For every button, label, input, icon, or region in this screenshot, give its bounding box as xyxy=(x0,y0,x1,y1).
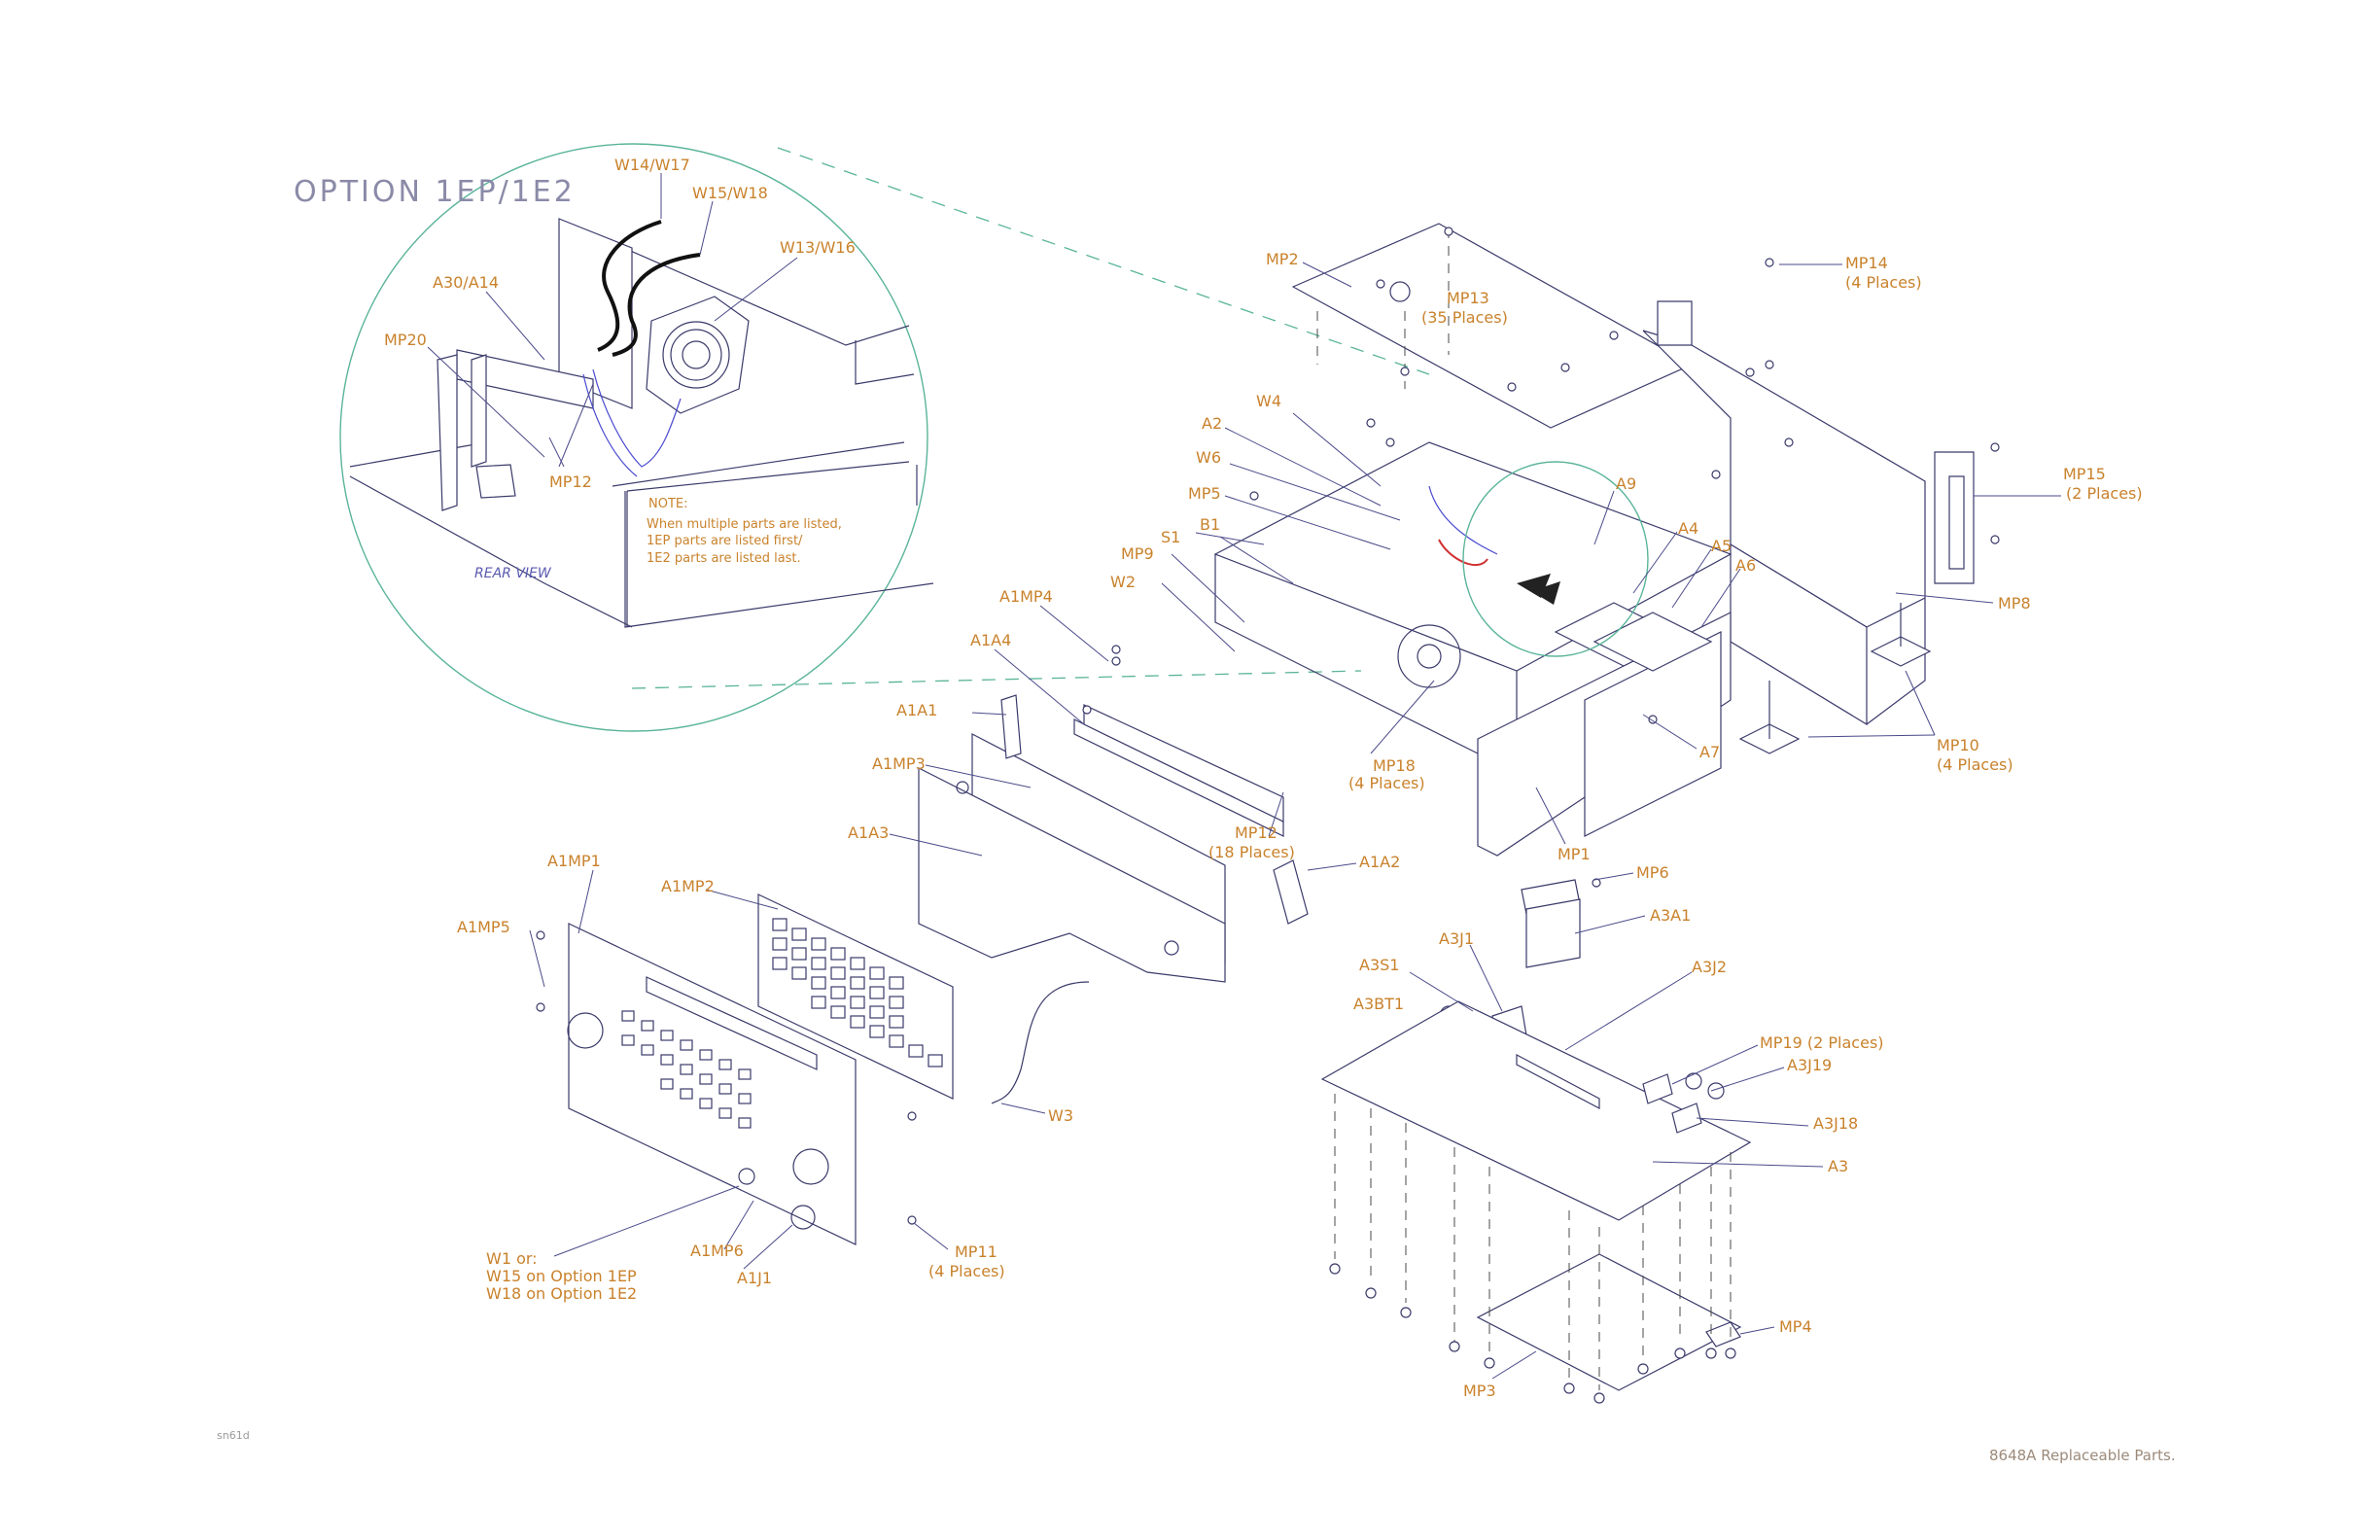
label-mp14-places: (4 Places) xyxy=(1845,273,1922,292)
label-a1mp6: A1MP6 xyxy=(690,1242,744,1260)
label-w1-line1: W1 or: xyxy=(486,1249,538,1268)
label-a1a4: A1A4 xyxy=(970,631,1011,649)
option-inset: OPTION 1EP/1E2 W14/W17 W15/W18 W13/W16 A… xyxy=(294,143,1430,732)
label-a3j18: A3J18 xyxy=(1813,1114,1858,1133)
label-a1a3: A1A3 xyxy=(848,823,889,842)
label-a1j1: A1J1 xyxy=(737,1269,772,1287)
main-chassis: MP2 MP14 (4 Places) MP13 (35 Places) W4 … xyxy=(1110,223,2143,863)
label-a4: A4 xyxy=(1678,519,1698,538)
label-mp14: MP14 xyxy=(1845,254,1888,272)
inset-circle xyxy=(339,143,928,732)
label-mp11-places: (4 Places) xyxy=(928,1262,1005,1280)
note-title: NOTE: xyxy=(648,497,688,511)
label-mp18: MP18 xyxy=(1373,756,1416,775)
label-a9: A9 xyxy=(1616,474,1636,493)
label-w2: W2 xyxy=(1110,573,1136,591)
a3-base-plate xyxy=(1320,1000,1752,1221)
label-mp19: MP19 (2 Places) xyxy=(1760,1033,1884,1052)
label-s1: S1 xyxy=(1161,528,1180,546)
label-mp11: MP11 xyxy=(955,1242,998,1261)
rear-assembly: MP6 A3A1 A3J1 A3S1 A3J2 A3BT1 MP19 (2 Pl… xyxy=(1320,863,1884,1404)
label-a3bt1: A3BT1 xyxy=(1353,995,1404,1013)
label-a1mp2: A1MP2 xyxy=(661,877,715,895)
label-a3: A3 xyxy=(1828,1157,1848,1175)
label-a2: A2 xyxy=(1202,414,1222,433)
label-w4: W4 xyxy=(1256,392,1281,410)
label-mp5: MP5 xyxy=(1188,484,1221,503)
label-a6: A6 xyxy=(1735,556,1756,575)
label-mp2: MP2 xyxy=(1266,250,1299,268)
label-mp10-places: (4 Places) xyxy=(1937,755,2013,774)
label-a30-a14: A30/A14 xyxy=(433,273,499,292)
label-mp8: MP8 xyxy=(1998,594,2031,612)
label-w1-line2: W15 on Option 1EP xyxy=(486,1267,637,1285)
label-mp12-main: MP12 xyxy=(1235,823,1278,842)
mp3-plate xyxy=(1476,1253,1742,1391)
inset-wire-w14 xyxy=(597,220,662,352)
rear-view-label: REAR VIEW xyxy=(474,566,552,581)
label-mp3: MP3 xyxy=(1463,1382,1496,1400)
label-mp13-places: (35 Places) xyxy=(1421,308,1508,327)
label-w1-line3: W18 on Option 1E2 xyxy=(486,1284,637,1303)
label-a3s1: A3S1 xyxy=(1359,956,1399,974)
label-a1mp5: A1MP5 xyxy=(457,918,510,936)
label-w3: W3 xyxy=(1048,1106,1073,1125)
label-a1mp4: A1MP4 xyxy=(999,587,1053,606)
label-a5: A5 xyxy=(1711,537,1732,555)
label-mp6: MP6 xyxy=(1636,863,1669,882)
label-mp18-places: (4 Places) xyxy=(1348,774,1425,792)
label-mp10: MP10 xyxy=(1937,736,1979,754)
keypad-keys xyxy=(772,918,943,1068)
label-mp9: MP9 xyxy=(1121,544,1154,563)
label-w13-w16: W13/W16 xyxy=(780,238,856,257)
label-w14-w17: W14/W17 xyxy=(614,156,690,174)
label-a1mp1: A1MP1 xyxy=(547,852,601,870)
label-a1a2: A1A2 xyxy=(1359,853,1400,871)
label-w6: W6 xyxy=(1196,448,1221,467)
label-mp4: MP4 xyxy=(1779,1317,1812,1336)
label-mp20: MP20 xyxy=(384,331,427,349)
label-mp1: MP1 xyxy=(1558,845,1591,863)
label-w15-w18: W15/W18 xyxy=(692,184,768,202)
label-a7: A7 xyxy=(1699,743,1720,761)
note-line-3: 1E2 parts are listed last. xyxy=(647,551,801,566)
label-mp13: MP13 xyxy=(1447,289,1489,307)
label-a1mp3: A1MP3 xyxy=(872,754,926,773)
label-a1a1: A1A1 xyxy=(896,701,937,719)
label-mp12-inset: MP12 xyxy=(549,472,592,491)
label-a3j2: A3J2 xyxy=(1692,958,1727,976)
label-a3j19: A3J19 xyxy=(1787,1056,1832,1074)
label-mp12-places: (18 Places) xyxy=(1208,843,1295,861)
note-line-2: 1EP parts are listed first/ xyxy=(647,534,803,548)
front-panel-assembly: A1MP4 A1A4 A1A1 A1MP3 MP12 (18 Places) A… xyxy=(457,587,1400,1303)
label-mp15-places: (2 Places) xyxy=(2066,484,2143,503)
inset-title: OPTION 1EP/1E2 xyxy=(294,175,576,209)
page-caption: 8648A Replaceable Parts. xyxy=(1989,1447,2176,1464)
drawing-code: sn61d xyxy=(217,1429,250,1442)
label-mp15: MP15 xyxy=(2063,465,2106,483)
label-a3j1: A3J1 xyxy=(1439,929,1474,948)
note-line-1: When multiple parts are listed, xyxy=(647,517,842,532)
label-a3a1: A3A1 xyxy=(1650,906,1691,925)
label-b1: B1 xyxy=(1200,515,1220,534)
inset-wire-w15 xyxy=(612,253,701,357)
